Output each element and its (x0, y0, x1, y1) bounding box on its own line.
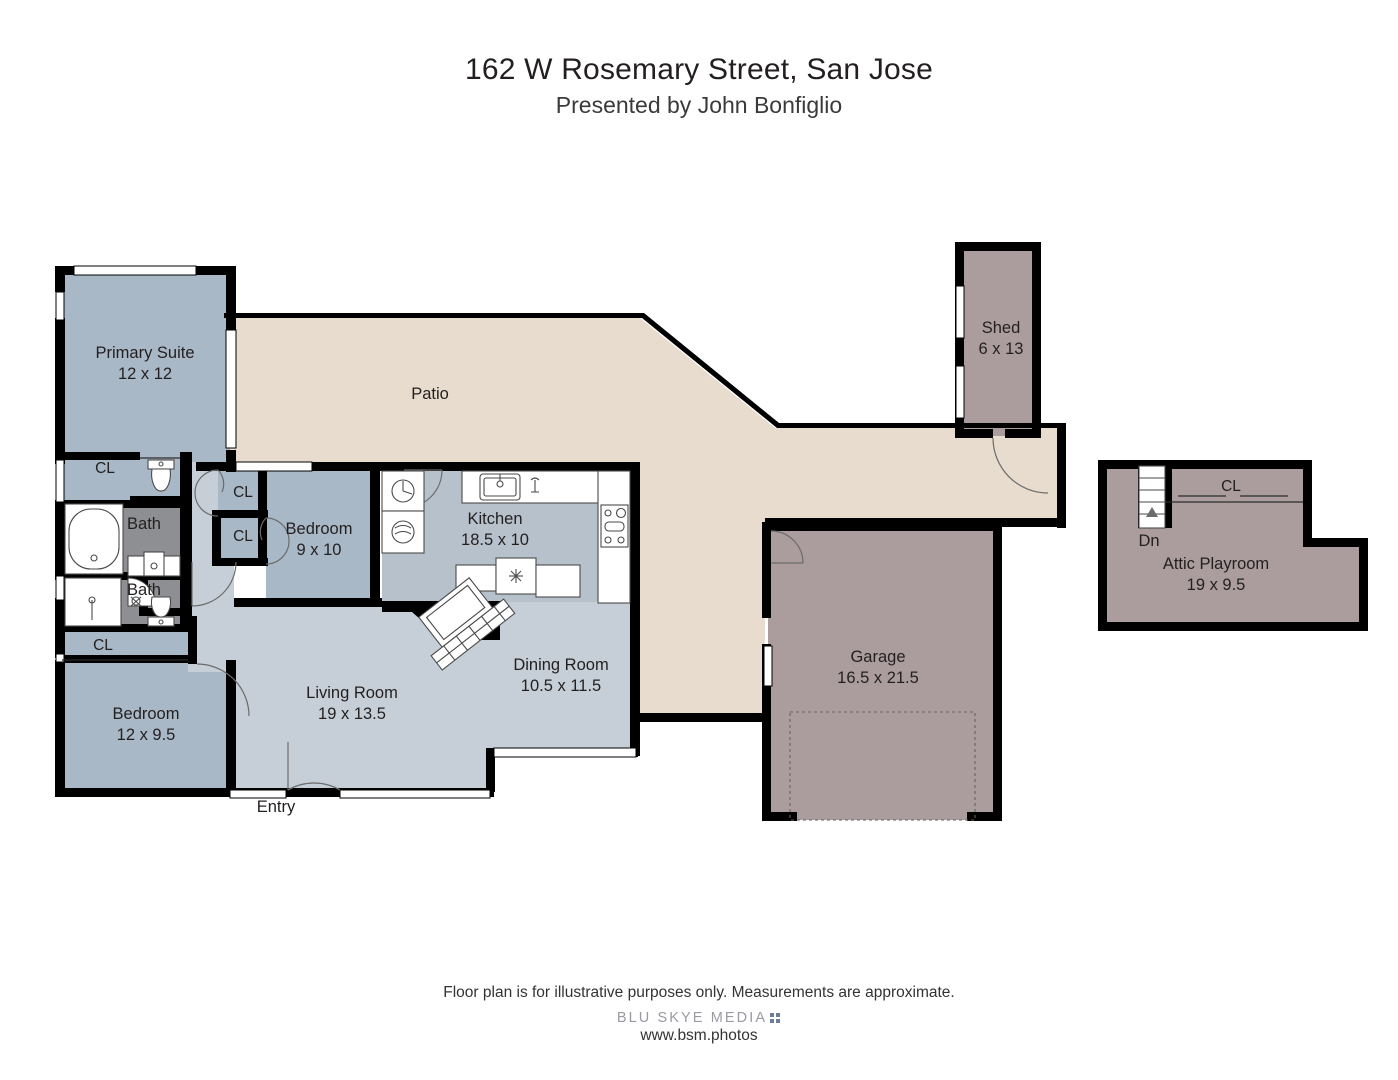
page-header: 162 W Rosemary Street, San Jose Presente… (0, 0, 1398, 119)
annotations: Entry Dn (257, 532, 1160, 816)
label-shed-dim: 6 x 13 (979, 340, 1024, 358)
patio-region (224, 318, 1062, 720)
kitchen-fixtures (381, 470, 631, 604)
label-closet-4: CL (233, 528, 253, 545)
shed-region (962, 248, 1034, 436)
bath-1-fixtures (64, 459, 181, 577)
garage-region (768, 528, 996, 820)
website-link[interactable]: www.bsm.photos (640, 1027, 758, 1044)
label-bath-2: Bath (127, 581, 161, 599)
label-bath-1: Bath (127, 515, 161, 533)
label-living-room: Living Room (306, 684, 398, 702)
brand-logo: BLU SKYE MEDIA (0, 1010, 1398, 1026)
room-labels: Primary Suite 12 x 12 CL Bath Bath CL Be… (93, 319, 1269, 744)
bedroom-2-region (62, 660, 230, 792)
label-closet-3: CL (233, 484, 253, 501)
bedroom-1-region (266, 470, 379, 605)
page-footer: Floor plan is for illustrative purposes … (0, 984, 1398, 1045)
label-attic-closet: CL (1221, 478, 1241, 495)
label-bedroom-2-dim: 12 x 9.5 (117, 726, 176, 744)
label-living-room-dim: 19 x 13.5 (318, 705, 386, 723)
windows (55, 265, 965, 799)
label-attic-playroom-dim: 19 x 9.5 (1187, 576, 1246, 594)
page-subtitle: Presented by John Bonfiglio (555, 91, 843, 118)
label-dining-room-dim: 10.5 x 11.5 (521, 677, 601, 695)
fireplace (418, 577, 516, 671)
page-title: 162 W Rosemary Street, San Jose (464, 53, 934, 86)
closet-shelves (62, 457, 1303, 661)
label-patio: Patio (411, 385, 449, 403)
label-attic-playroom: Attic Playroom (1163, 555, 1269, 573)
label-dining-room: Dining Room (513, 656, 608, 674)
primary-suite-region (62, 272, 230, 462)
brand-dots-icon (770, 1012, 781, 1025)
label-shed: Shed (982, 319, 1021, 337)
label-bedroom-1-dim: 9 x 10 (297, 541, 342, 559)
disclaimer-text: Floor plan is for illustrative purposes … (443, 984, 955, 1001)
label-kitchen-dim: 18.5 x 10 (461, 531, 529, 549)
label-kitchen: Kitchen (467, 510, 522, 528)
bath-2-fixtures (64, 577, 175, 627)
label-primary-suite: Primary Suite (95, 344, 194, 362)
label-garage: Garage (850, 648, 905, 666)
label-bedroom-2: Bedroom (113, 705, 180, 723)
label-closet-1: CL (95, 460, 115, 477)
living-dining-region (234, 602, 638, 790)
label-garage-dim: 16.5 x 21.5 (837, 669, 919, 687)
stairs-direction-arrow-icon (1146, 507, 1158, 527)
attic-stairs (1138, 465, 1166, 529)
brand-name: BLU SKYE MEDIA (616, 1010, 768, 1026)
label-stairs-down: Dn (1138, 532, 1159, 550)
label-bedroom-1: Bedroom (286, 520, 353, 538)
label-closet-2: CL (93, 637, 113, 654)
label-primary-suite-dim: 12 x 12 (118, 365, 172, 383)
label-entry: Entry (257, 798, 296, 816)
